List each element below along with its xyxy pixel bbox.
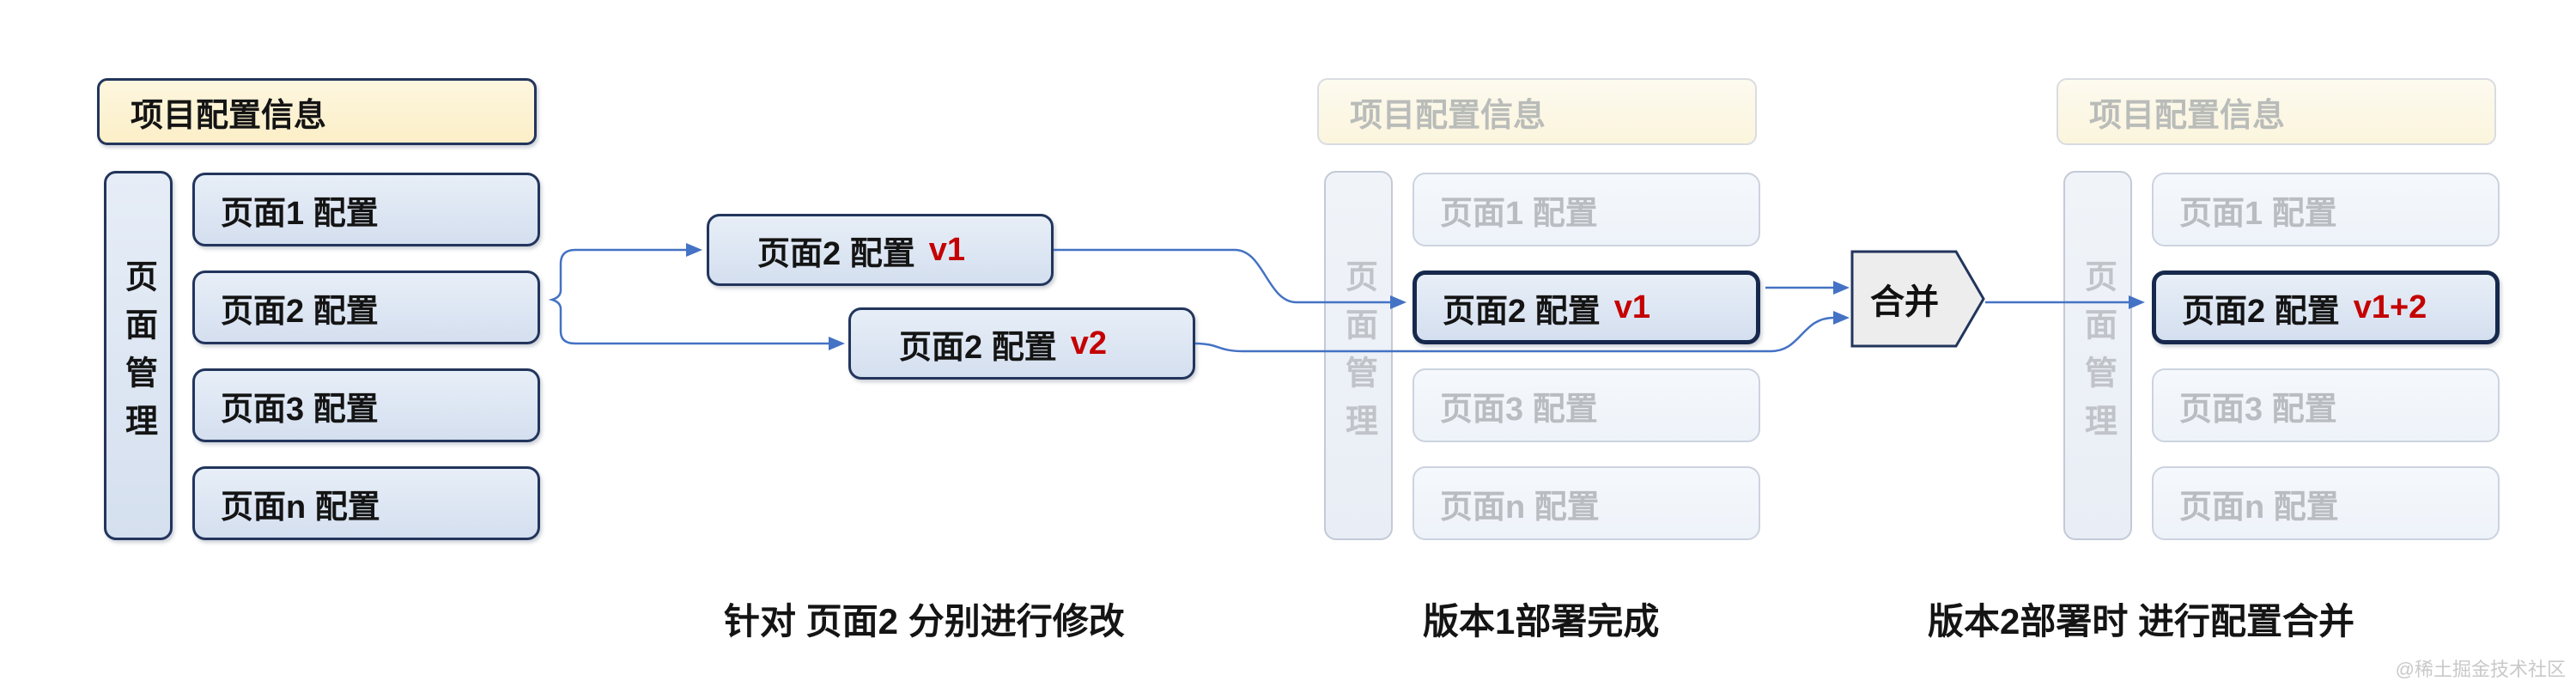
page-manager-bar-deployed: 页面管理 xyxy=(1324,171,1393,540)
page-manager-label: 页面管理 xyxy=(119,259,156,452)
page1-config-box: 页面1 配置 xyxy=(192,173,540,246)
caption-v1-deployed: 版本1部署完成 xyxy=(1423,601,1660,641)
page2-config-v1-box: 页面2 配置 v1 xyxy=(707,214,1054,286)
page2-v2-label: 页面2 配置 xyxy=(899,329,1057,366)
page2-config-v2-box: 页面2 配置 v2 xyxy=(848,307,1195,380)
pagen-config-box-deployed: 页面n 配置 xyxy=(1413,466,1760,540)
merge-label: 合并 xyxy=(1870,283,1939,321)
page1-config-box-merged: 页面1 配置 xyxy=(2152,173,2500,246)
caption-v2-merge: 版本2部署时 进行配置合并 xyxy=(1928,601,2355,641)
page2-v1-deployed-version: v1 xyxy=(1613,289,1650,325)
pagen-config-box-merged: 页面n 配置 xyxy=(2152,466,2500,540)
page-manager-bar: 页面管理 xyxy=(104,171,173,540)
page2-config-merged-box: 页面2 配置 v1+2 xyxy=(2152,271,2500,344)
page2-merged-version: v1+2 xyxy=(2353,289,2427,325)
page3-config-box-deployed: 页面3 配置 xyxy=(1413,368,1760,442)
page2-v1-label: 页面2 配置 xyxy=(757,235,915,272)
page3-config-box: 页面3 配置 xyxy=(192,368,540,442)
project-config-header-merged: 项目配置信息 xyxy=(2057,78,2496,145)
project-config-header: 项目配置信息 xyxy=(97,78,537,145)
page2-merged-label: 页面2 配置 xyxy=(2182,293,2340,330)
caption-modify-separately: 针对 页面2 分别进行修改 xyxy=(724,601,1125,641)
project-config-header-deployed: 项目配置信息 xyxy=(1317,78,1757,145)
page2-v1-version: v1 xyxy=(928,231,965,268)
page1-config-box-deployed: 页面1 配置 xyxy=(1413,173,1760,246)
page2-config-v1-box-deployed: 页面2 配置 v1 xyxy=(1413,271,1760,344)
page3-config-box-merged: 页面3 配置 xyxy=(2152,368,2500,442)
page-manager-bar-merged: 页面管理 xyxy=(2063,171,2132,540)
fork-brace xyxy=(548,248,576,345)
watermark: @稀土掘金技术社区 xyxy=(2395,659,2566,680)
page-manager-label-merged: 页面管理 xyxy=(2079,259,2116,452)
page2-v1-deployed-label: 页面2 配置 xyxy=(1443,293,1601,330)
page2-config-box: 页面2 配置 xyxy=(192,271,540,344)
page2-v2-version: v2 xyxy=(1070,325,1107,362)
pagen-config-box: 页面n 配置 xyxy=(192,466,540,540)
page-manager-label-deployed: 页面管理 xyxy=(1340,259,1376,452)
